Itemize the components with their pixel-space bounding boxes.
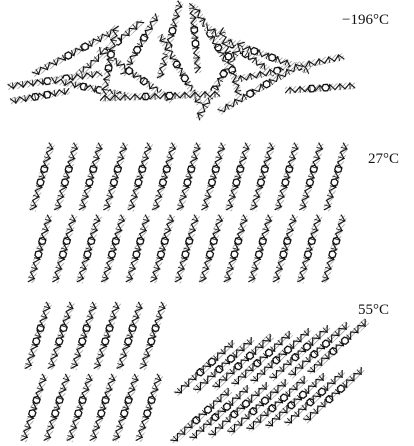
molecule-rod (321, 214, 347, 283)
molecule-rod (174, 214, 200, 283)
molecule-rod (89, 374, 117, 443)
molecule-rod (176, 142, 202, 211)
molecule-rod (112, 374, 140, 443)
panel-low-temperature-disordered (8, 1, 356, 121)
molecule-rod (54, 142, 80, 211)
molecule-rod (43, 374, 71, 443)
molecule-rod (78, 142, 104, 211)
molecule-rod (299, 142, 325, 211)
molecule-rod (150, 214, 176, 283)
molecule-rod (223, 214, 249, 283)
molecule-rod (199, 214, 225, 283)
molecule-rod (248, 214, 274, 283)
molecule-rod (272, 214, 298, 283)
molecule-rod (27, 214, 53, 283)
temperature-label-low: −196°C (342, 12, 389, 29)
molecule-rod (24, 302, 52, 371)
molecule-rod (116, 302, 144, 371)
molecule-rod (93, 302, 121, 371)
molecule-rod (52, 214, 78, 283)
temperature-label-room: 27°C (368, 151, 399, 168)
molecule-rod (274, 142, 300, 211)
molecule-rod (101, 214, 127, 283)
molecule-rod (139, 302, 167, 371)
molecule-rod (225, 142, 251, 211)
molecule-rod (20, 374, 48, 443)
panel-room-temperature-ordered (27, 142, 349, 283)
molecule-rod (285, 82, 355, 94)
molecule-rod (201, 142, 227, 211)
molecule-rod (127, 142, 153, 211)
molecule-rod (70, 302, 98, 371)
molecule-rod (76, 214, 102, 283)
molecule-rod (47, 302, 75, 371)
molecule-rod (10, 87, 70, 104)
molecule-rod (152, 142, 178, 211)
temperature-label-high: 55°C (358, 302, 389, 319)
molecule-rod (125, 214, 151, 283)
molecule-rod (323, 142, 349, 211)
molecule-rod (297, 214, 323, 283)
molecule-rod (218, 27, 243, 96)
molecule-rod (250, 142, 276, 211)
molecule-rod (103, 142, 129, 211)
panel-high-temperature-domain-left (20, 302, 167, 443)
molecule-rod (135, 374, 163, 443)
molecule-rod (66, 374, 94, 443)
molecule-rod (29, 142, 55, 211)
panel-high-temperature-domain-right (170, 318, 370, 444)
